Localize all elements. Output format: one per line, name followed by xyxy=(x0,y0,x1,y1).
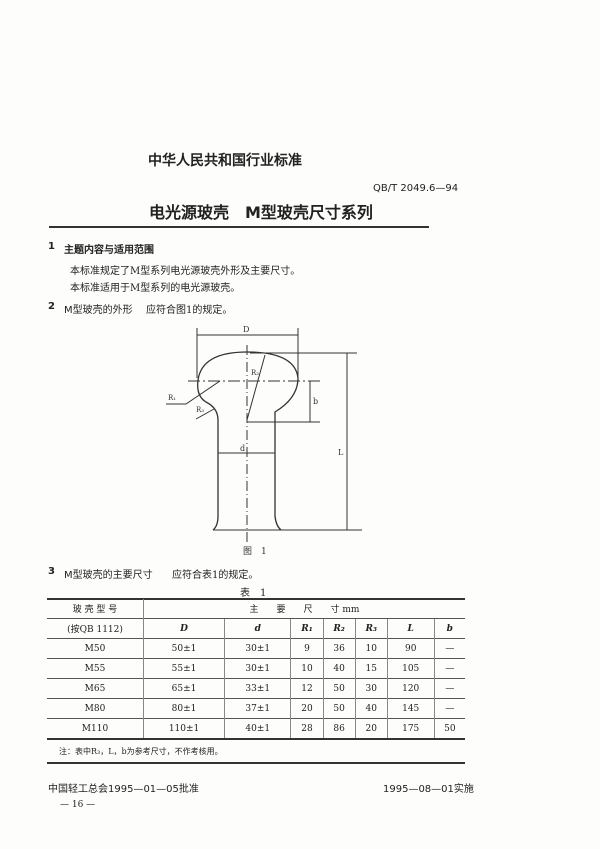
bulb-outline xyxy=(197,351,299,531)
col-L: L xyxy=(386,618,435,639)
col-d: d xyxy=(224,618,291,639)
agency-title: 中华人民共和国行业标准 xyxy=(148,153,302,169)
table-subheader-row: (按QB 1112) D d R₁ R₂ R₃ L b xyxy=(47,618,465,639)
value-cell: 65±1 xyxy=(142,678,225,699)
value-cell: 50 xyxy=(322,698,356,719)
value-cell: 12 xyxy=(290,678,324,699)
value-cell: 30±1 xyxy=(224,658,291,679)
col-R3: R₃ xyxy=(354,618,388,639)
value-cell: 145 xyxy=(386,698,435,719)
model-header: 玻 壳 型 号 xyxy=(72,605,118,615)
value-cell: 55±1 xyxy=(142,658,225,679)
model-cell: M55 xyxy=(47,658,144,679)
R3-leader xyxy=(195,408,215,420)
value-cell: 50 xyxy=(322,678,356,699)
value-cell: 50±1 xyxy=(142,638,225,659)
value-cell: — xyxy=(433,638,465,659)
label-R3: R₃ xyxy=(196,406,204,414)
label-R1: R₁ xyxy=(168,394,176,402)
value-cell: 20 xyxy=(290,698,324,719)
section-3-text: 应符合表1的规定。 xyxy=(172,570,259,581)
value-cell: 30±1 xyxy=(224,638,291,659)
table-note-row: 注：表中R₃，L，b为参考尺寸，不作考核用。 xyxy=(47,738,465,764)
section-3-heading: M型玻壳的主要尺寸 xyxy=(64,570,153,581)
model-cell: M80 xyxy=(47,698,144,719)
table-note: 注：表中R₃，L，b为参考尺寸，不作考核用。 xyxy=(47,738,465,764)
model-cell: M50 xyxy=(47,638,144,659)
col-R2: R₂ xyxy=(322,618,356,639)
standard-code: QB/T 2049.6—94 xyxy=(373,183,459,194)
document-title: 电光源玻壳 M型玻壳尺寸系列 xyxy=(149,203,373,222)
value-cell: 90 xyxy=(386,638,435,659)
section-1-heading: 主题内容与适用范围 xyxy=(64,245,154,256)
label-R2: R₂ xyxy=(251,369,259,377)
page-number: — 16 — xyxy=(60,800,96,810)
value-cell: 15 xyxy=(354,658,388,679)
dims-header: 主 要 尺 寸 mm xyxy=(143,599,465,619)
model-cell: M110 xyxy=(47,718,144,739)
label-b: b xyxy=(313,397,318,406)
col-b: b xyxy=(433,618,465,639)
section-2-heading: M型玻壳的外形 xyxy=(64,305,133,316)
section-1-para-1: 本标准规定了M型系列电光源玻壳外形及主要尺寸。 xyxy=(70,266,301,277)
section-1-number: 1 xyxy=(48,241,55,252)
value-cell: 40 xyxy=(322,658,356,679)
value-cell: — xyxy=(433,698,465,719)
model-subheader: (按QB 1112) xyxy=(47,618,144,639)
value-cell: 36 xyxy=(322,638,356,659)
title-rule xyxy=(49,226,429,228)
section-2-text: 应符合图1的规定。 xyxy=(146,305,233,316)
col-R1: R₁ xyxy=(290,618,324,639)
value-cell: 175 xyxy=(386,718,435,739)
value-cell: 40 xyxy=(354,698,388,719)
value-cell: 50 xyxy=(433,718,465,739)
value-cell: 30 xyxy=(354,678,388,699)
value-cell: 33±1 xyxy=(224,678,291,699)
value-cell: 110±1 xyxy=(142,718,225,739)
value-cell: 40±1 xyxy=(224,718,291,739)
R2-line xyxy=(246,354,266,421)
figure-1-bulb-drawing: D R₁ R₂ R₃ b d L 图 1 xyxy=(166,325,362,557)
label-d: d xyxy=(240,444,245,453)
value-cell: — xyxy=(433,658,465,679)
figure-caption: 图 1 xyxy=(243,546,267,557)
model-cell: M65 xyxy=(47,678,144,699)
value-cell: 80±1 xyxy=(142,698,225,719)
dimensions-table: 玻 壳 型 号 主 要 尺 寸 mm (按QB 1112) D d R₁ R₂ … xyxy=(47,599,465,764)
effective-date: 1995—08—01实施 xyxy=(383,784,474,795)
label-D: D xyxy=(243,325,249,334)
value-cell: 86 xyxy=(322,718,356,739)
section-1-para-2: 本标准适用于M型系列的电光源玻壳。 xyxy=(70,283,241,294)
table-caption: 表 1 xyxy=(240,588,267,599)
value-cell: 105 xyxy=(386,658,435,679)
section-3-number: 3 xyxy=(48,566,55,577)
col-D: D xyxy=(142,618,225,639)
value-cell: — xyxy=(433,678,465,699)
value-cell: 9 xyxy=(290,638,324,659)
approval-date: 中国轻工总会1995—01—05批准 xyxy=(48,784,199,795)
label-L: L xyxy=(338,448,344,457)
table-header-row: 玻 壳 型 号 主 要 尺 寸 mm xyxy=(47,599,465,619)
section-2-number: 2 xyxy=(48,301,55,312)
value-cell: 10 xyxy=(354,638,388,659)
value-cell: 20 xyxy=(354,718,388,739)
value-cell: 10 xyxy=(290,658,324,679)
value-cell: 37±1 xyxy=(224,698,291,719)
R1-leader xyxy=(166,380,221,405)
value-cell: 28 xyxy=(290,718,324,739)
value-cell: 120 xyxy=(386,678,435,699)
